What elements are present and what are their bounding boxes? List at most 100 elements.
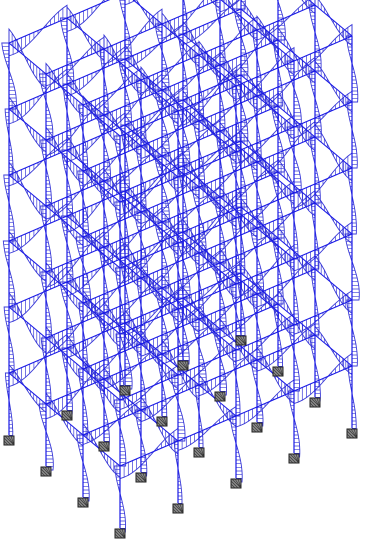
- beam-moment-z: [124, 0, 137, 6]
- beam-line-x: [314, 334, 353, 367]
- moment-envelope: [219, 0, 241, 13]
- beam-line-x: [140, 79, 179, 112]
- hatched-square-support-icon: [156, 416, 168, 427]
- beam-line-x: [219, 64, 258, 97]
- beam-line-x: [256, 227, 295, 260]
- beam-line-x: [82, 368, 121, 401]
- beam-line-x: [277, 39, 316, 72]
- beam-line-z: [82, 409, 142, 436]
- support-hatch: [114, 528, 126, 539]
- hatched-square-support-icon: [119, 385, 131, 396]
- beam-line-z: [177, 217, 237, 244]
- beam-line-z: [177, 349, 237, 376]
- beam-line-z: [140, 120, 200, 147]
- beam-line-z: [140, 54, 200, 81]
- beam-line-z: [235, 324, 295, 351]
- beam-moment-x: [198, 40, 237, 101]
- beam-line-x: [124, 322, 163, 355]
- moment-envelope: [124, 0, 137, 6]
- hatched-square-support-icon: [193, 447, 205, 458]
- moment-hatching: [241, 1, 246, 10]
- beam-line-x: [219, 262, 258, 295]
- support-hatch: [177, 360, 189, 371]
- beam-line-x: [8, 306, 47, 339]
- beam-line-z: [8, 215, 68, 242]
- beam-line-z: [256, 70, 316, 97]
- hatched-square-support-icon: [177, 360, 189, 371]
- beam-line-x: [220, 0, 258, 31]
- beam-moment-x: [198, 237, 237, 299]
- support-hatch: [251, 422, 263, 433]
- beam-line-x: [314, 202, 353, 235]
- beam-line-z: [140, 384, 200, 411]
- beam-line-z: [235, 126, 295, 153]
- beam-line-z: [45, 180, 105, 207]
- beam-line-x: [45, 73, 84, 106]
- beam-line-x: [8, 174, 47, 207]
- beam-line-x: [240, 8, 279, 41]
- beam-line-x: [219, 130, 258, 163]
- beam-line-z: [293, 167, 353, 194]
- beam-line-z: [82, 343, 142, 370]
- beam-line-x: [45, 271, 84, 304]
- support-hatch: [3, 435, 15, 446]
- beam-line-x: [124, 256, 163, 289]
- hatched-square-support-icon: [230, 478, 242, 489]
- moment-envelope: [241, 0, 246, 10]
- beam-line-z: [293, 299, 353, 326]
- beam-line-z: [140, 252, 200, 279]
- beam-line-z: [161, 262, 221, 289]
- beam-line-x: [314, 136, 353, 169]
- beam-line-z: [198, 359, 258, 386]
- beam-line-x: [82, 104, 121, 137]
- beam-line-x: [45, 139, 84, 172]
- beam-line-z: [182, 272, 242, 299]
- beam-moment-x: [82, 289, 121, 348]
- beam-line-z: [103, 23, 163, 50]
- column-moment: [135, 79, 147, 147]
- column-moment: [214, 0, 226, 66]
- beam-line-x: [161, 221, 200, 254]
- beam-line-x: [66, 149, 105, 182]
- beam-line-x: [240, 140, 279, 173]
- beam-line-z: [235, 192, 295, 219]
- beam-line-x: [103, 48, 142, 81]
- support-hatch: [193, 447, 205, 458]
- beam-line-z: [177, 151, 237, 178]
- beam-line-z: [119, 374, 179, 401]
- beam-line-z: [103, 89, 163, 116]
- beam-line-x: [198, 54, 237, 87]
- beam-line-x: [124, 124, 163, 157]
- hatched-square-support-icon: [135, 472, 147, 483]
- support-hatch: [98, 441, 110, 452]
- hatched-square-support-icon: [235, 335, 247, 346]
- beam-line-z: [66, 58, 126, 85]
- beam-line-z: [235, 258, 295, 285]
- beam-line-z: [235, 390, 295, 417]
- support-hatch: [346, 428, 358, 439]
- hatched-square-support-icon: [61, 410, 73, 421]
- beam-line-z: [66, 322, 126, 349]
- beam-line-x: [161, 287, 200, 320]
- hatched-square-support-icon: [3, 435, 15, 446]
- beam-line-z: [182, 8, 242, 35]
- beam-line-z: [198, 227, 258, 254]
- beam-line-x: [82, 302, 121, 335]
- beam-line-z: [103, 353, 163, 380]
- beam-line-z: [219, 171, 279, 198]
- beam-line-z: [82, 145, 142, 172]
- beam-line-x: [240, 272, 279, 305]
- beam-line-x: [124, 58, 163, 91]
- column-moment: [241, 0, 246, 10]
- hatched-square-support-icon: [77, 497, 89, 508]
- beam-line-z: [45, 246, 105, 273]
- beam-line-z: [8, 347, 68, 374]
- frame-members-layer: [8, 0, 353, 528]
- beam-line-z: [182, 74, 242, 101]
- support-hatch: [61, 410, 73, 421]
- beam-line-z: [198, 161, 258, 188]
- beam-line-z: [82, 79, 142, 106]
- beam-line-x: [256, 29, 295, 62]
- beam-line-x: [182, 231, 221, 264]
